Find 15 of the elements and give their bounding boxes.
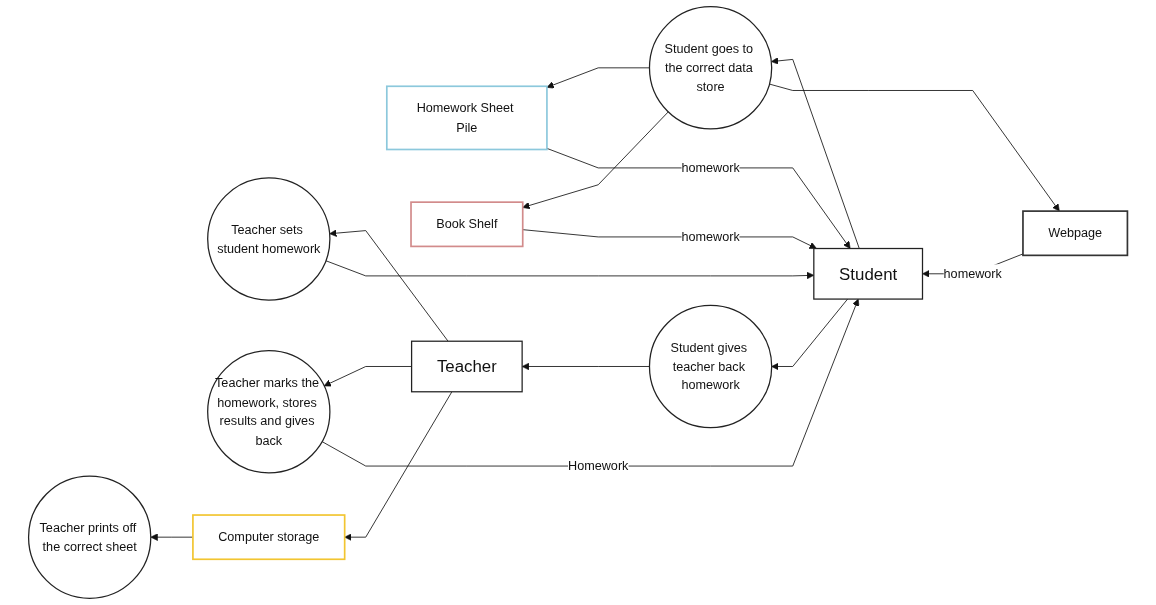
node-circle: Teacher sets student homework bbox=[207, 177, 331, 301]
node-box: Webpage bbox=[1022, 210, 1129, 257]
node-box: Homework Sheet Pile bbox=[385, 85, 548, 151]
edge-label: homework bbox=[681, 160, 740, 175]
node-box: Teacher bbox=[410, 340, 523, 393]
node-circle: Student goes to the correct data store bbox=[648, 6, 773, 130]
node-box: Computer storage bbox=[192, 514, 346, 561]
node-circle: Teacher prints off the correct sheet bbox=[27, 475, 152, 599]
node-circle: Student gives teacher back homework bbox=[648, 304, 773, 429]
node-circle: Teacher marks the homework, stores results and gives back bbox=[207, 350, 331, 474]
edge-label: homework bbox=[681, 229, 740, 244]
node-box: Book Shelf bbox=[410, 201, 524, 248]
node-box: Student bbox=[813, 247, 924, 300]
edge-label: homework bbox=[943, 266, 1002, 281]
edge-label: Homework bbox=[568, 458, 629, 473]
